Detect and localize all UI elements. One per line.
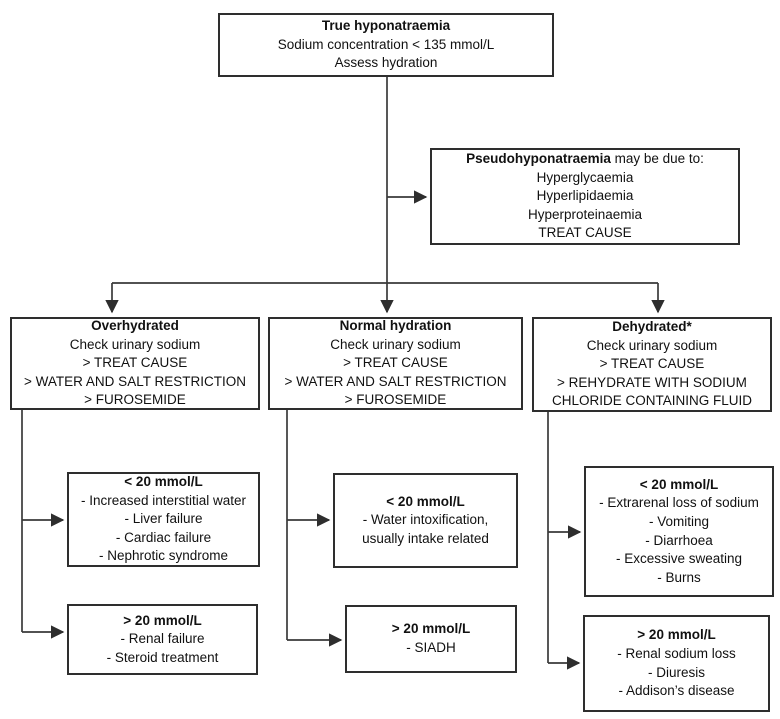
box-line: Assess hydration (334, 55, 438, 71)
box-title: < 20 mmol/L (386, 493, 465, 509)
box-line: > TREAT CAUSE (82, 355, 188, 371)
box-line: - Renal sodium loss (617, 645, 736, 661)
box-line: - Diuresis (647, 664, 705, 680)
dehydrated-over20-box: > 20 mmol/L - Renal sodium loss - Diures… (583, 615, 770, 712)
box-line: Sodium concentration < 135 mmol/L (277, 36, 495, 52)
box-title: < 20 mmol/L (124, 474, 203, 490)
box-title-line: Pseudohyponatraemia may be due to: (466, 150, 704, 169)
box-line: - SIADH (406, 640, 456, 655)
box-line: Hyperglycaemia (536, 169, 634, 185)
box-title: > 20 mmol/L (637, 627, 716, 643)
box-title: < 20 mmol/L (639, 476, 719, 492)
box-line: > REHYDRATE WITH SODIUM (557, 374, 747, 390)
normal-over20-box: > 20 mmol/L - SIADH (345, 605, 517, 673)
box-line: > TREAT CAUSE (343, 355, 448, 371)
box-line: - Addison’s disease (618, 683, 735, 699)
normal-under20-box: < 20 mmol/L - Water intoxification, usua… (333, 473, 518, 568)
overhydrated-under20-box: < 20 mmol/L - Increased interstitial wat… (67, 472, 260, 567)
normal-hydration-box: Normal hydration Check urinary sodium > … (268, 317, 523, 410)
box-line: > WATER AND SALT RESTRICTION (24, 373, 246, 389)
box-line: - Excessive sweating (615, 551, 743, 567)
box-line: - Water intoxification, (362, 512, 489, 528)
dehydrated-box: Dehydrated* Check urinary sodium > TREAT… (532, 317, 772, 412)
box-line: Check urinary sodium (69, 336, 201, 352)
box-line: - Diarrhoea (645, 532, 713, 548)
box-line: > FUROSEMIDE (84, 392, 186, 408)
box-title: Dehydrated* (612, 319, 692, 335)
box-title: > 20 mmol/L (391, 621, 471, 637)
dehydrated-under20-box: < 20 mmol/L - Extrarenal loss of sodium … (584, 466, 774, 597)
overhydrated-box: Overhydrated Check urinary sodium > TREA… (10, 317, 260, 410)
box-line: > FUROSEMIDE (344, 392, 447, 408)
box-line: - Burns (657, 569, 701, 585)
box-title: Normal hydration (339, 318, 452, 334)
box-line: Check urinary sodium (586, 337, 718, 353)
box-line: - Steroid treatment (106, 649, 219, 665)
box-title: True hyponatraemia (321, 18, 451, 34)
box-line: - Extrarenal loss of sodium (599, 495, 759, 511)
box-line: Hyperproteinaemia (527, 206, 643, 222)
box-line: - Liver failure (124, 511, 203, 527)
overhydrated-over20-box: > 20 mmol/L - Renal failure - Steroid tr… (67, 604, 258, 675)
box-line: Hyperlipidaemia (536, 188, 634, 204)
box-line: TREAT CAUSE (538, 225, 632, 241)
pseudohyponatraemia-box: Pseudohyponatraemia may be due to: Hyper… (430, 148, 740, 245)
box-line: - Nephrotic syndrome (98, 548, 229, 564)
box-title: > 20 mmol/L (123, 612, 202, 628)
true-hyponatraemia-box: True hyponatraemia Sodium concentration … (218, 13, 554, 77)
box-line: - Vomiting (648, 513, 710, 529)
box-line: > WATER AND SALT RESTRICTION (284, 373, 507, 389)
box-line: > TREAT CAUSE (599, 356, 705, 372)
box-line: CHLORIDE CONTAINING FLUID (551, 393, 752, 409)
box-line: - Renal failure (120, 631, 205, 647)
box-title-rest: may be due to: (610, 151, 704, 167)
box-line: - Cardiac failure (115, 529, 212, 545)
box-title: Pseudohyponatraemia (466, 151, 611, 167)
box-line: usually intake related (362, 530, 489, 546)
box-line: Check urinary sodium (330, 336, 461, 352)
box-title: Overhydrated (91, 318, 179, 334)
box-line: - Increased interstitial water (80, 492, 247, 508)
